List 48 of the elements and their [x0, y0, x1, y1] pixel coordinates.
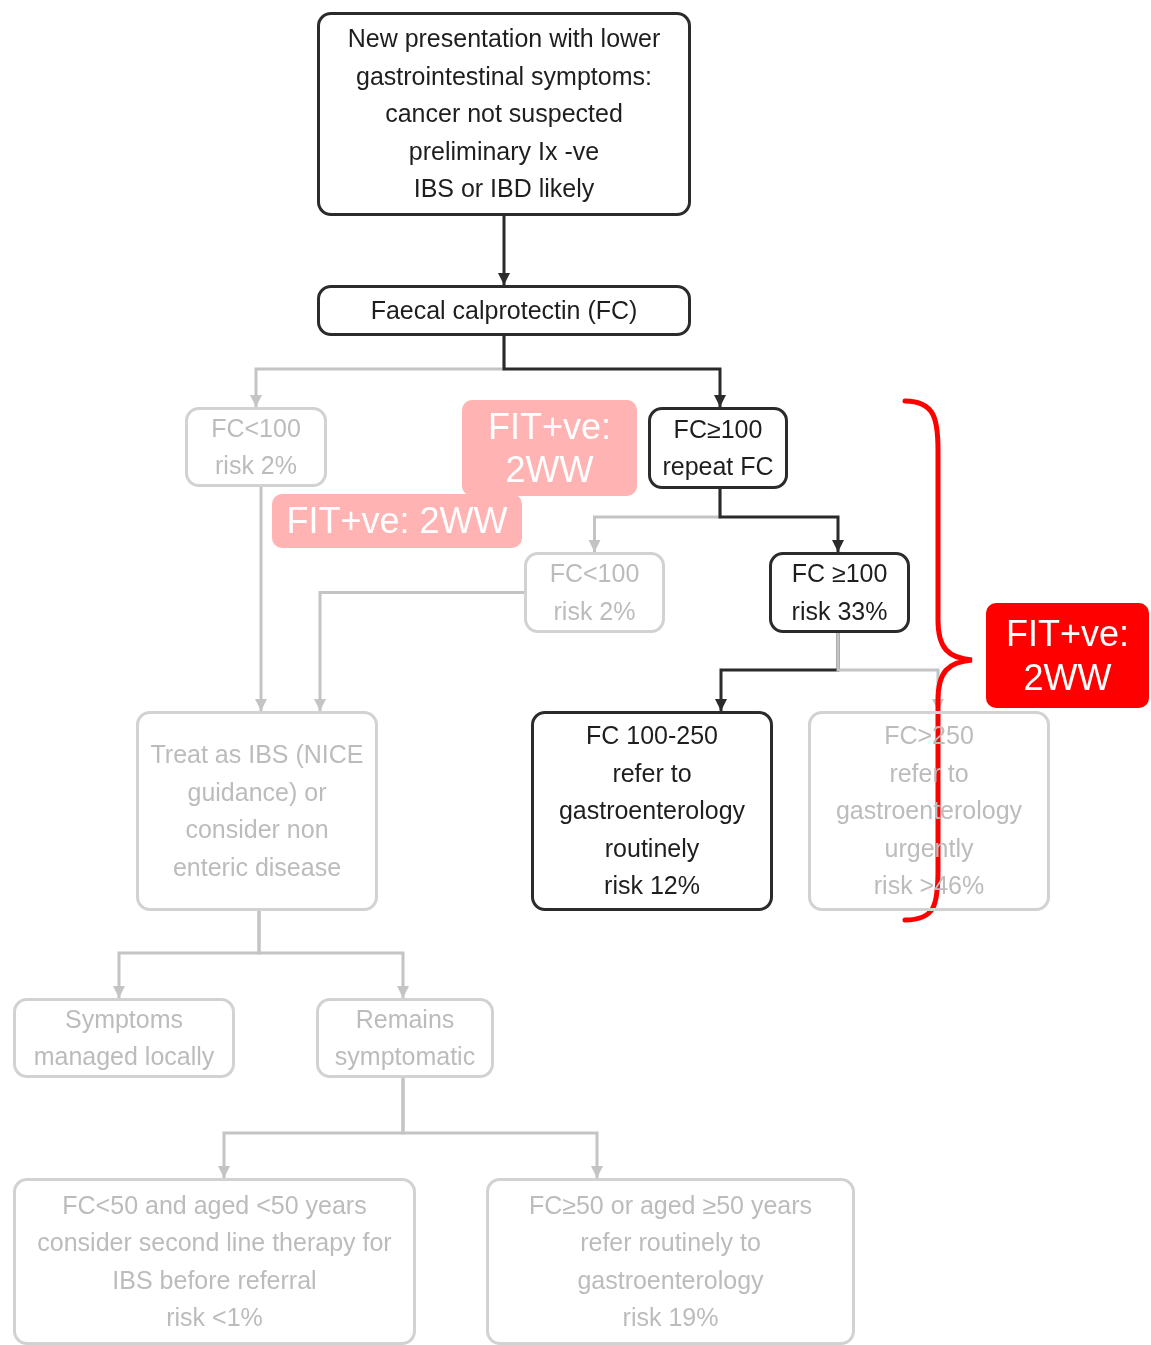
process-box [524, 552, 665, 633]
arrow [314, 591, 524, 711]
node-text: preliminary Ix -ve [408, 135, 600, 167]
node-text: Remains symptomatic [333, 1003, 477, 1072]
node-text: FC≥100 [673, 413, 763, 445]
process-box [769, 552, 910, 633]
node-text: FC<100 [549, 558, 640, 589]
callout-box [272, 494, 522, 548]
arrow [498, 216, 510, 285]
node-text: FIT+ve: 2WW [487, 404, 612, 492]
node-text: IBS or IBD likely [413, 173, 595, 205]
arrow [718, 489, 844, 552]
node-text: FC<100 [211, 412, 301, 444]
arrow [255, 487, 267, 711]
node-text: risk 12% [604, 870, 700, 902]
process-box [136, 711, 378, 911]
process-box [486, 1178, 855, 1345]
node-text: Faecal calprotectin (FC) [370, 294, 638, 326]
process-box [13, 1178, 416, 1345]
node-text: risk 2% [215, 450, 297, 481]
node-text: risk <1% [166, 1302, 263, 1333]
node-text: FIT+ve: 2WW [286, 499, 508, 543]
arrow [401, 1078, 603, 1178]
arrow [257, 911, 409, 998]
process-box [531, 711, 773, 911]
node-text: Treat as IBS (NICE guidance) or consider non enteric disease [149, 739, 365, 883]
node-text: Symptoms managed locally [32, 1003, 216, 1072]
callout-box [462, 400, 637, 496]
process-box [316, 998, 494, 1078]
node-text: repeat FC [662, 451, 774, 482]
arrow [502, 336, 726, 407]
process-box [13, 998, 235, 1078]
node-text: New presentation with lower gastrointestinal symptoms: [346, 23, 662, 92]
node-text: cancer not suspected [385, 98, 623, 130]
process-box [808, 711, 1050, 911]
node-text: risk 19% [622, 1302, 719, 1333]
node-text: risk 2% [553, 595, 636, 627]
callout-box [986, 603, 1149, 708]
node-text: FC ≥100 [791, 558, 888, 589]
process-box [185, 407, 327, 487]
node-text: FC<50 and aged <50 years [62, 1189, 367, 1221]
node-text: FC≥50 or aged ≥50 years [528, 1189, 813, 1221]
process-box [317, 285, 691, 336]
node-text: FC 100-250 [586, 720, 718, 752]
process-box [317, 12, 691, 216]
process-box [648, 407, 788, 489]
node-text: risk 33% [791, 595, 888, 627]
node-text: FIT+ve: 2WW [1005, 612, 1130, 699]
